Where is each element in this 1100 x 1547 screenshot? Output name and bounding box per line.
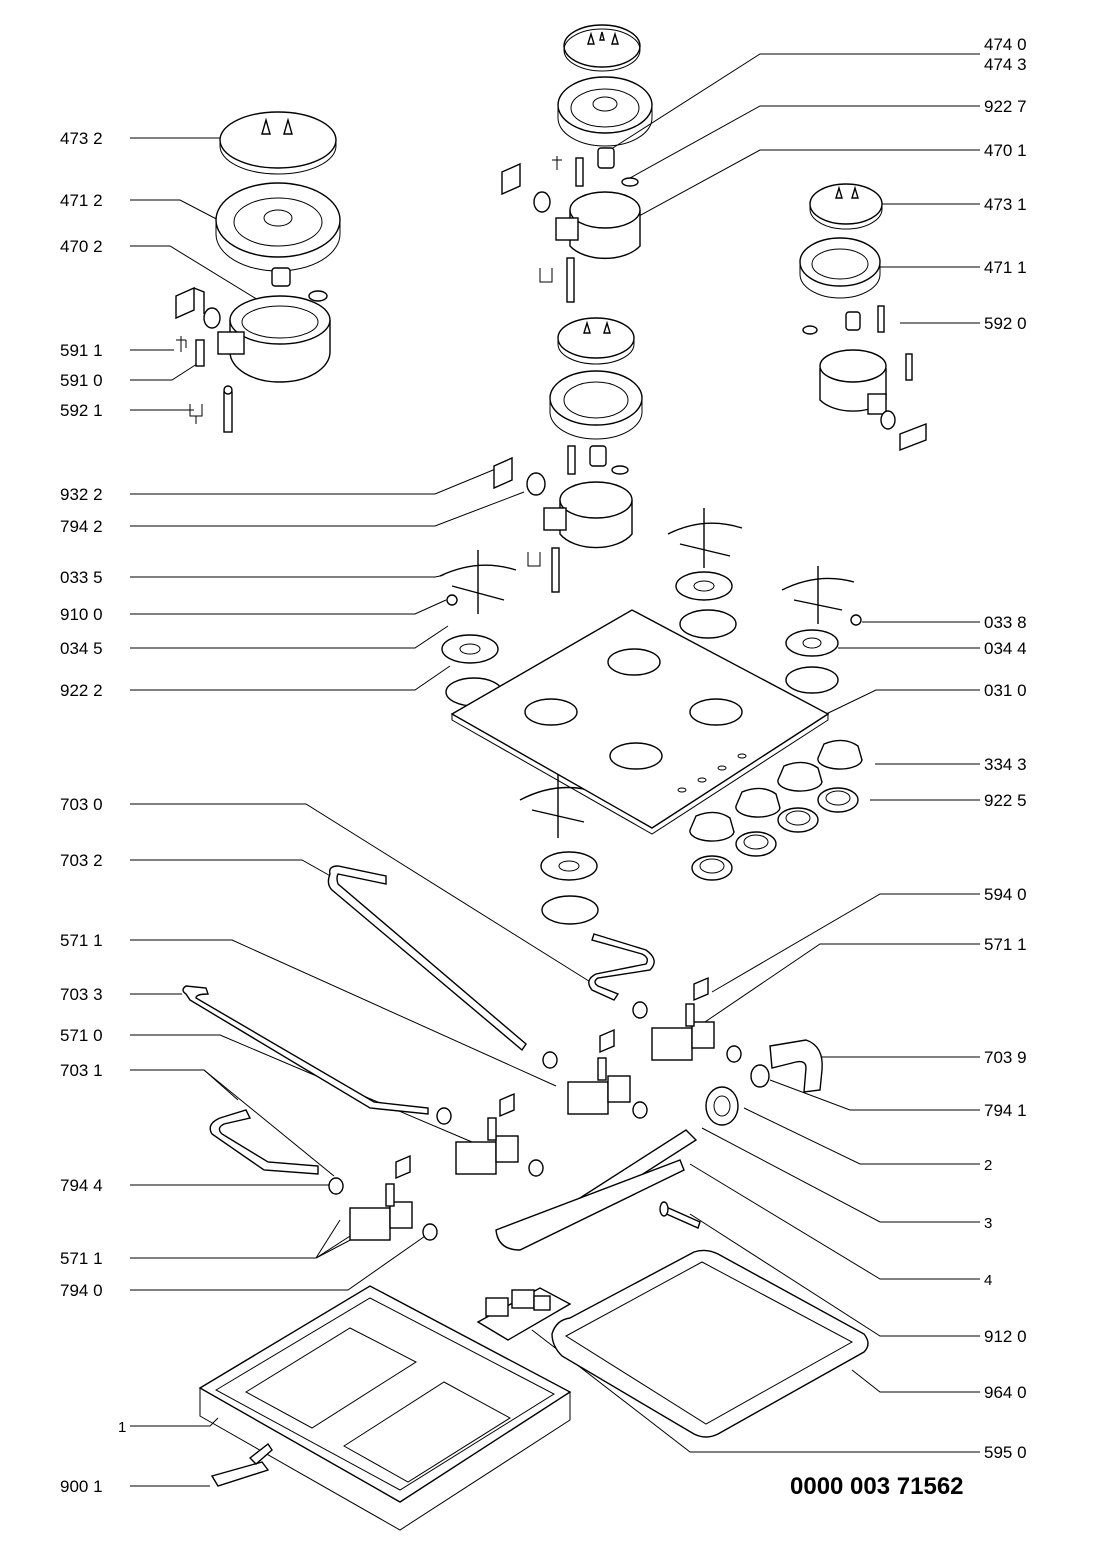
part-label-right: 033 8 — [984, 613, 1027, 632]
pan-supports — [439, 508, 855, 838]
burner-body-left — [175, 267, 331, 383]
part-label-left: 033 5 — [60, 568, 103, 587]
part-label-right: 922 5 — [984, 791, 1027, 810]
part-label-left: 571 0 — [60, 1026, 103, 1045]
part-label-right: 473 1 — [984, 195, 1027, 214]
control-knobs — [689, 739, 863, 881]
part-label-left: 703 1 — [60, 1061, 103, 1080]
part-label-right: 2 — [984, 1157, 992, 1174]
seal-rings — [328, 1001, 770, 1241]
part-label-left: 703 2 — [60, 851, 103, 870]
part-label-right: 474 0 — [984, 35, 1027, 54]
part-label-left: 900 1 — [60, 1477, 103, 1496]
part-label-left: 591 1 — [60, 341, 103, 360]
part-label-right: 703 9 — [984, 1048, 1027, 1067]
burner-ring-left — [215, 182, 341, 272]
part-label-left: 794 4 — [60, 1176, 103, 1195]
screw — [659, 1201, 701, 1229]
part-label-left: 1 — [118, 1419, 126, 1436]
labels-left: 473 2 471 2 470 2 591 1 591 0 592 1 932 2 794 2… — [60, 129, 126, 1496]
gas-rail — [495, 1129, 698, 1251]
part-label-left: 470 2 — [60, 237, 103, 256]
part-label-right: 571 1 — [984, 935, 1027, 954]
gas-valves — [349, 976, 715, 1241]
part-label-left: 034 5 — [60, 639, 103, 658]
gas-pipes — [182, 865, 655, 1175]
burner-body-top — [501, 147, 641, 303]
part-label-left: 703 0 — [60, 795, 103, 814]
part-label-right: 470 1 — [984, 141, 1027, 160]
burner-cap-right — [809, 183, 883, 230]
part-label-left: 932 2 — [60, 485, 103, 504]
burner-ring-top — [557, 76, 653, 147]
part-label-right: 471 1 — [984, 258, 1027, 277]
burner-body-right — [802, 305, 927, 452]
part-label-left: 910 0 — [60, 605, 103, 624]
part-label-left: 592 1 — [60, 401, 103, 420]
part-label-left: 703 3 — [60, 985, 103, 1004]
part-label-left: 794 0 — [60, 1281, 103, 1300]
gasket — [551, 1249, 869, 1438]
burner-body-mid — [493, 445, 633, 593]
burner-cap-left — [219, 111, 337, 175]
ignition-module — [476, 1287, 572, 1341]
part-label-right: 4 — [984, 1272, 992, 1289]
elbow-connector — [705, 1039, 823, 1126]
part-label-left: 473 2 — [60, 129, 103, 148]
burner-cap-mid — [557, 317, 635, 365]
part-label-right: 594 0 — [984, 885, 1027, 904]
part-label-right: 334 3 — [984, 755, 1027, 774]
part-label-right: 592 0 — [984, 314, 1027, 333]
part-label-left: 591 0 — [60, 371, 103, 390]
part-label-left: 571 1 — [60, 1249, 103, 1268]
cooktop-glass-panel — [450, 609, 830, 835]
base-tray — [198, 1285, 572, 1531]
part-label-right: 794 1 — [984, 1101, 1027, 1120]
burner-cap-top — [563, 24, 641, 72]
part-label-left: 471 2 — [60, 191, 103, 210]
part-label-right: 595 0 — [984, 1443, 1027, 1462]
part-label-right: 3 — [984, 1215, 992, 1232]
part-label-right: 034 4 — [984, 639, 1027, 658]
burner-ring-mid — [549, 370, 643, 440]
part-label-right: 031 0 — [984, 681, 1027, 700]
part-label-right: 474 3 — [984, 55, 1027, 74]
burner-ring-right — [799, 237, 881, 299]
part-label-left: 794 2 — [60, 517, 103, 536]
thermocouple-left — [176, 336, 233, 433]
part-label-right: 964 0 — [984, 1383, 1027, 1402]
clip-part — [210, 1442, 273, 1487]
part-label-right: 912 0 — [984, 1327, 1027, 1346]
part-label-left: 922 2 — [60, 681, 103, 700]
part-label-left: 571 1 — [60, 931, 103, 950]
part-label-right: 922 7 — [984, 97, 1027, 116]
document-number: 0000 003 71562 — [790, 1473, 964, 1500]
